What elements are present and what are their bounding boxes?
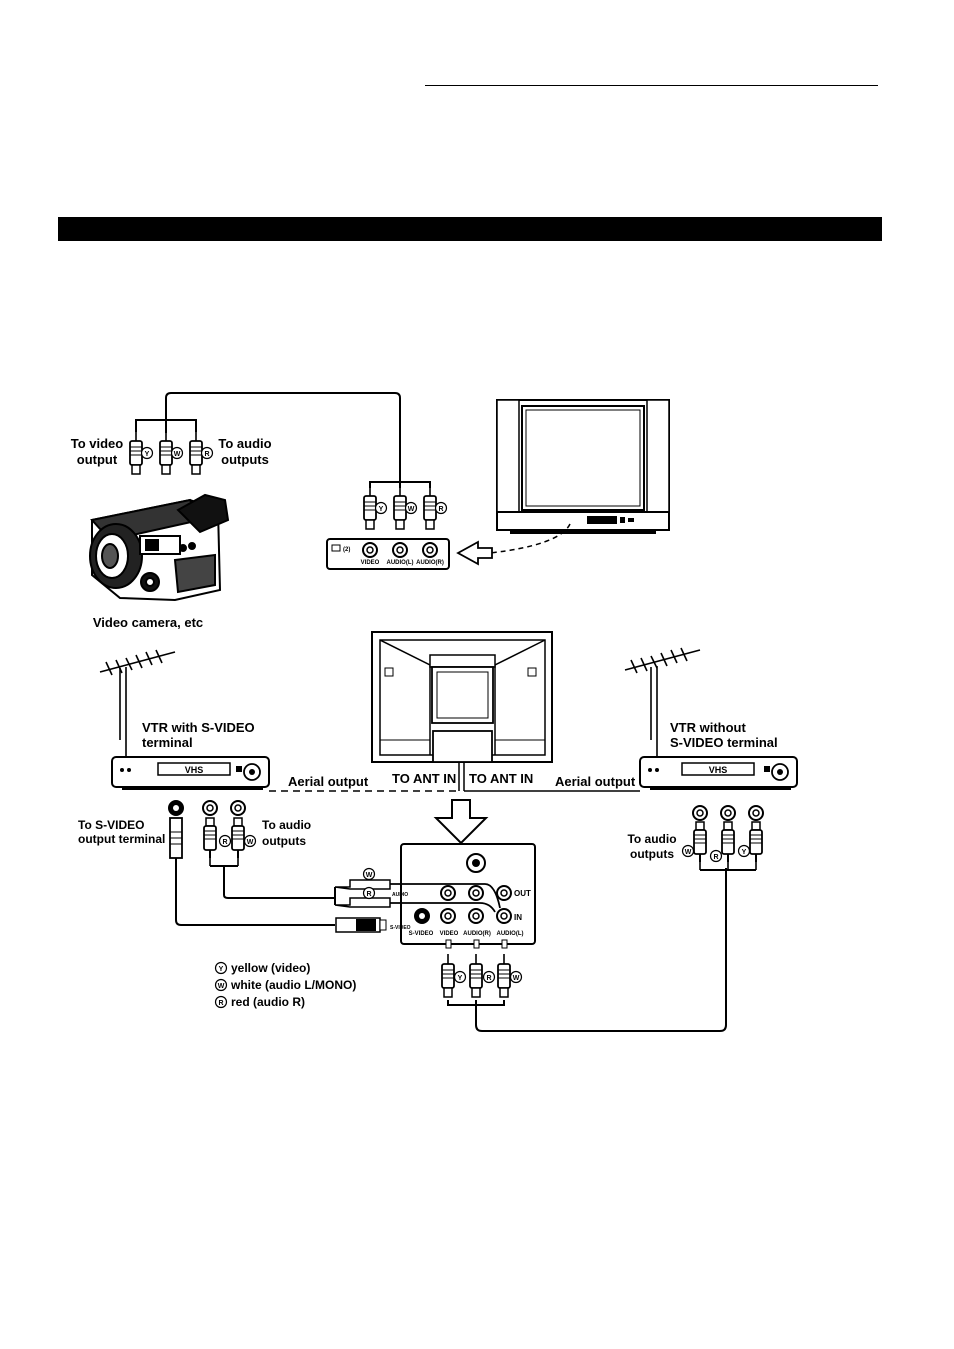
vtr-left-title-2: terminal: [142, 735, 193, 750]
camera-label: Video camera, etc: [93, 615, 203, 630]
vtr-left-svideo-label-2: output terminal: [78, 832, 165, 846]
svg-text:W: W: [174, 451, 181, 458]
vtr-right-icon: [639, 756, 798, 790]
pointer-arrow-icon: [456, 540, 493, 566]
panel-left-plugs: W R: [334, 867, 391, 933]
camera-video-output-label-2: output: [77, 452, 118, 467]
legend: Y W R: [214, 961, 228, 1009]
svg-text:R: R: [218, 1000, 223, 1007]
svg-text:Y: Y: [219, 966, 224, 973]
rear-panel-video-label: VIDEO: [440, 931, 459, 937]
svg-text:R: R: [222, 839, 227, 846]
rear-panel-svideo-tag: S-VIDEO: [390, 925, 411, 931]
svg-text:Y: Y: [458, 975, 463, 982]
camera-video-output-label: To video: [71, 436, 124, 451]
rear-panel-out-label: OUT: [514, 889, 531, 898]
dashed-pointer: [489, 523, 571, 554]
ant-in-left-label: TO ANT IN: [392, 771, 456, 786]
svg-text:R: R: [486, 975, 491, 982]
vtr-left-audio-label: To audio: [262, 818, 311, 832]
down-arrow-icon: [433, 799, 489, 845]
svg-text:Y: Y: [145, 451, 150, 458]
svg-text:Y: Y: [742, 849, 747, 856]
svg-text:W: W: [247, 839, 254, 846]
rear-panel-in-label: IN: [514, 913, 522, 922]
vtr-right-aerial-label: Aerial output: [555, 774, 636, 789]
vtr-right-title: VTR without: [670, 720, 746, 735]
svg-text:R: R: [713, 854, 718, 861]
vtr-right-title-2: S-VIDEO terminal: [670, 735, 778, 750]
vtr-left-aerial-label: Aerial output: [288, 774, 369, 789]
vtr-left-title: VTR with S-VIDEO: [142, 720, 255, 735]
vtr-left-brand: VHS: [185, 765, 204, 775]
vtr-left-audio-label-2: outputs: [262, 834, 306, 848]
section-title-bar: [58, 217, 882, 241]
camera-cable-set: Y W R: [129, 392, 401, 488]
side-panel-audio-l-label: AUDIO(L): [387, 560, 414, 566]
antenna-left-icon: [99, 649, 176, 757]
vtr-right-brand: VHS: [709, 765, 728, 775]
side-panel-video-label: VIDEO: [361, 560, 380, 566]
side-panel-port-number: (2): [343, 547, 350, 553]
svg-text:Y: Y: [379, 506, 384, 513]
header-rule: [425, 85, 878, 86]
vtr-right-audio-label-2: outputs: [630, 847, 674, 861]
svg-text:R: R: [204, 451, 209, 458]
svg-text:W: W: [685, 849, 692, 856]
panel-bottom-plugs: Y R W: [441, 868, 727, 1032]
camera-audio-outputs-label: To audio: [218, 436, 271, 451]
vtr-left-svideo-label: To S-VIDEO: [78, 818, 144, 832]
vtr-right-audio-label: To audio: [627, 832, 676, 846]
vtr-left-output-jacks: [168, 800, 246, 816]
ant-lead: [458, 762, 465, 791]
rear-panel-svideo-label: S-VIDEO: [409, 931, 434, 937]
svg-text:W: W: [218, 983, 225, 990]
rear-panel-audio-tag: AUDIO: [392, 892, 408, 898]
tv-rear-icon: [371, 631, 553, 763]
rear-panel-audio-r-label: AUDIO(R): [463, 931, 491, 937]
svg-text:R: R: [438, 506, 443, 513]
video-camera-icon: [89, 493, 230, 602]
rear-input-panel: [390, 843, 536, 949]
legend-red: red (audio R): [231, 995, 305, 1009]
side-input-plugs: Y W R: [363, 481, 448, 530]
ant-in-right-label: TO ANT IN: [469, 771, 533, 786]
vtr-left-icon: [111, 756, 270, 790]
legend-white: white (audio L/MONO): [230, 978, 356, 992]
vtr-right-output-jacks: W R Y: [681, 805, 764, 871]
tv-side-input-panel: [326, 538, 450, 570]
tv-front-icon: [496, 399, 670, 534]
side-panel-audio-r-label: AUDIO(R): [416, 560, 444, 566]
antenna-right-icon: [624, 647, 701, 757]
legend-yellow: yellow (video): [231, 961, 310, 975]
svg-text:R: R: [366, 891, 371, 898]
rear-panel-audio-l-label: AUDIO(L): [497, 931, 524, 937]
vtr-left-cables: R W: [169, 817, 335, 926]
svg-text:W: W: [366, 872, 373, 879]
svg-text:W: W: [408, 506, 415, 513]
camera-audio-outputs-label-2: outputs: [221, 452, 269, 467]
svg-text:W: W: [513, 975, 520, 982]
